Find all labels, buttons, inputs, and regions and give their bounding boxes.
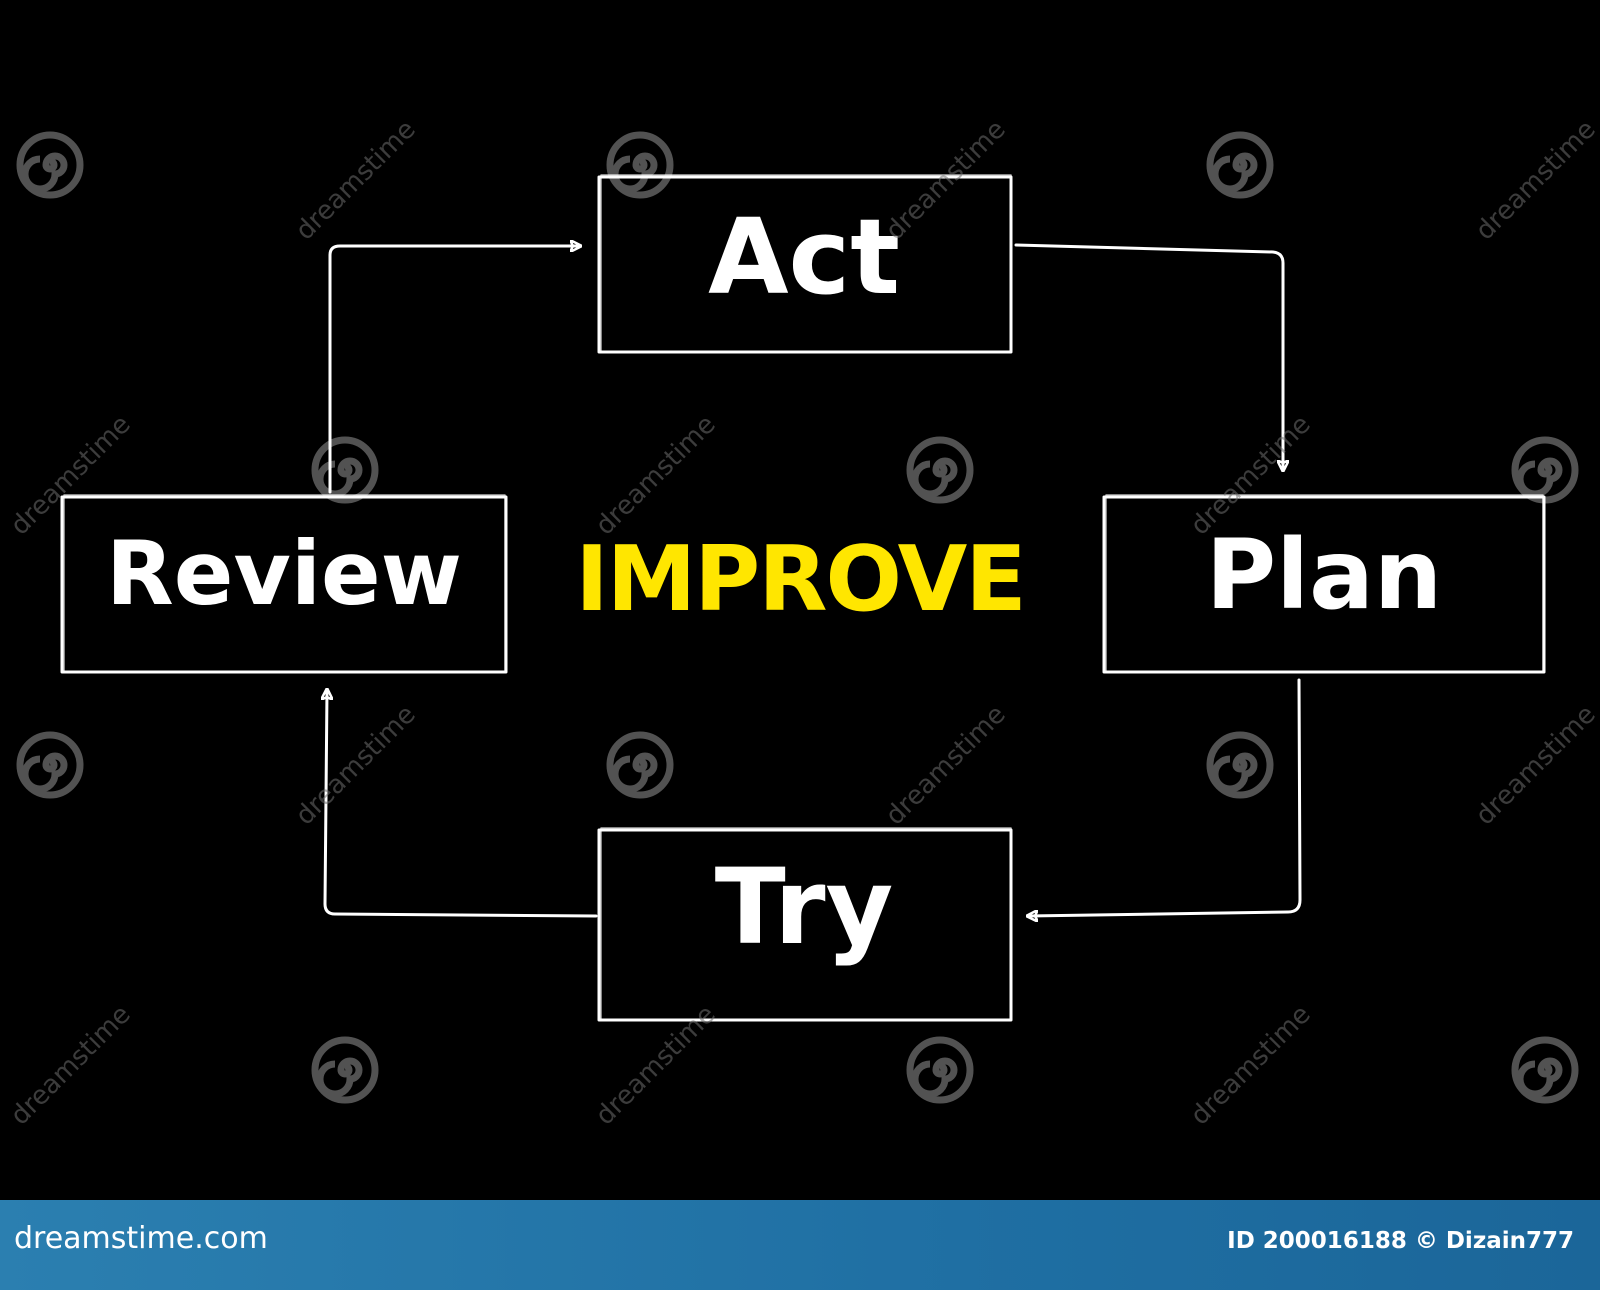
spiral-icon [16, 131, 84, 199]
node-label-act: Act [708, 196, 900, 318]
arrow-try-to-review [325, 690, 598, 918]
node-box-try [597, 827, 1013, 1022]
footer-bar: dreamstime.com ID 200016188 © Dizain777 [0, 1200, 1600, 1290]
node-label-review: Review [106, 522, 462, 625]
spiral-icon [1511, 436, 1579, 504]
spiral-icon [311, 1036, 379, 1104]
node-box-plan [1102, 494, 1546, 674]
spiral-icon [1206, 131, 1274, 199]
node-label-plan: Plan [1205, 519, 1443, 631]
arrow-plan-to-try [1028, 678, 1302, 916]
spiral-icon [606, 131, 674, 199]
footer-image-credit: ID 200016188 © Dizain777 [1227, 1228, 1574, 1254]
node-box-review [60, 494, 508, 674]
arrow-review-to-act [328, 246, 580, 494]
diagram-svg [16, 131, 1579, 1104]
spiral-icon [1511, 1036, 1579, 1104]
node-label-try: Try [714, 846, 894, 968]
spiral-icon [1206, 731, 1274, 799]
spiral-icon [311, 436, 379, 504]
spiral-icon [906, 436, 974, 504]
spiral-icon [606, 731, 674, 799]
arrow-act-to-plan [1014, 243, 1283, 470]
spiral-icon [906, 1036, 974, 1104]
node-box-act [597, 174, 1013, 354]
watermark-layer [16, 131, 1579, 1104]
spiral-icon [16, 731, 84, 799]
footer-site-name[interactable]: dreamstime.com [14, 1221, 268, 1256]
center-title: IMPROVE [575, 527, 1027, 632]
